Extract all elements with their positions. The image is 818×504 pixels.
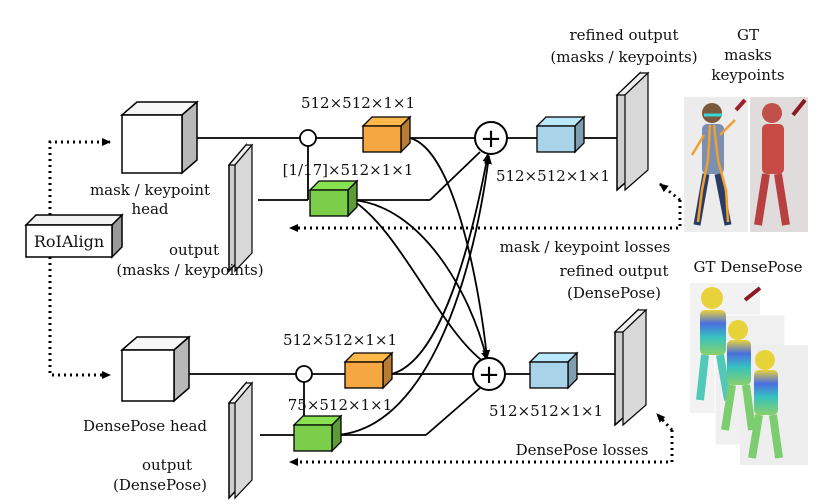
mask-output-label-line2: (masks / keypoints)	[116, 261, 263, 279]
cross-connections	[335, 137, 492, 436]
gt-masks-label-line2: masks	[724, 46, 772, 64]
mask-split-node	[299, 129, 317, 147]
densepose-split-node	[295, 365, 313, 383]
gt-keypoints-image	[684, 97, 748, 232]
densepose-branch-lines	[189, 373, 615, 436]
mask-head-label-line1: mask / keypoint	[90, 181, 210, 199]
densepose-refined-output-panel	[613, 308, 648, 427]
densepose-refined-label-line2: (DensePose)	[567, 284, 661, 302]
roialign-block: RoIAlign	[24, 213, 124, 259]
mask-output-panel	[227, 142, 254, 273]
densepose-head-cube	[119, 335, 192, 403]
mask-orange-conv-block	[361, 115, 412, 154]
densepose-green-label: 75×512×1×1	[288, 396, 393, 414]
mask-green-conv-block	[308, 179, 359, 218]
densepose-output-label-line2: (DensePose)	[113, 476, 207, 494]
densepose-sum-symbol: +	[478, 360, 500, 390]
mask-keypoint-head-cube	[119, 100, 200, 175]
mask-orange-label: 512×512×1×1	[301, 94, 415, 112]
loss-arrows	[289, 182, 682, 466]
mask-sum-symbol: +	[480, 124, 502, 154]
gt-densepose-image	[690, 283, 808, 465]
gt-mask-image	[750, 97, 808, 232]
densepose-output-label-line1: output	[142, 456, 192, 474]
mask-blue-conv-block	[535, 115, 586, 154]
densepose-blue-conv-block	[528, 351, 579, 390]
densepose-orange-label: 512×512×1×1	[283, 331, 397, 349]
mask-sum-node: +	[474, 121, 508, 155]
mask-refined-label-line1: refined output	[570, 26, 679, 44]
gt-densepose-label: GT DensePose	[694, 258, 803, 276]
densepose-orange-conv-block	[343, 351, 394, 390]
densepose-losses-label: DensePose losses	[516, 441, 649, 459]
densepose-blue-label: 512×512×1×1	[489, 402, 603, 420]
roialign-label: RoIAlign	[34, 232, 104, 251]
mask-green-label: [1/17]×512×1×1	[283, 161, 414, 179]
densepose-output-panel	[227, 380, 254, 500]
densepose-sum-node: +	[472, 357, 506, 391]
densepose-head-label: DensePose head	[83, 417, 207, 435]
mask-branch-lines	[197, 137, 617, 201]
mask-losses-label: mask / keypoint losses	[500, 238, 671, 256]
roialign-dotted-arrows	[48, 138, 111, 379]
densepose-refined-label-line1: refined output	[560, 262, 669, 280]
densepose-green-conv-block	[292, 414, 343, 453]
gt-masks-label-line3: keypoints	[711, 66, 784, 84]
mask-blue-label: 512×512×1×1	[496, 167, 610, 185]
mask-refined-output-panel	[615, 71, 650, 192]
mask-output-label-line1: output	[169, 241, 219, 259]
mask-refined-label-line2: (masks / keypoints)	[550, 48, 697, 66]
gt-masks-label-line1: GT	[737, 26, 759, 44]
mask-head-label-line2: head	[131, 200, 168, 218]
